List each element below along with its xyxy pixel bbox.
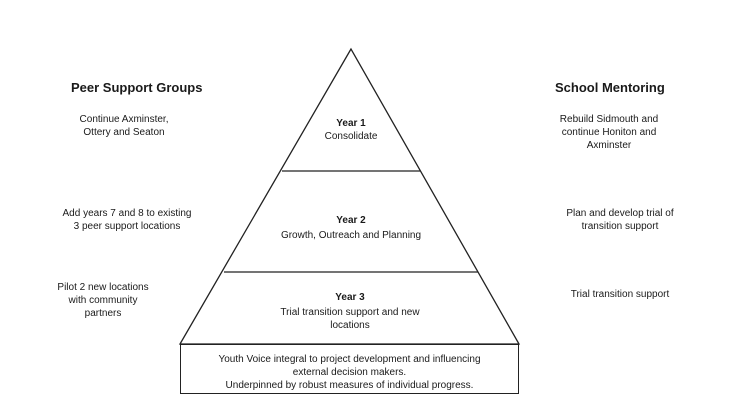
peer-support-heading: Peer Support Groups bbox=[71, 80, 203, 95]
peer-support-item-2: Add years 7 and 8 to existing 3 peer sup… bbox=[62, 208, 192, 232]
school-mentoring-item-3: Trial transition support bbox=[570, 289, 670, 300]
tier-3-title: Year 3 bbox=[335, 292, 365, 303]
foundation-line-2: external decision makers. bbox=[292, 367, 407, 378]
peer-support-item-3: Pilot 2 new locations with community par… bbox=[57, 282, 149, 319]
foundation-line-1: Youth Voice integral to project developm… bbox=[218, 354, 481, 365]
tier-2-text: Growth, Outreach and Planning bbox=[280, 230, 422, 241]
foundation-box: Youth Voice integral to project developm… bbox=[180, 344, 519, 394]
tier-1-text: Consolidate bbox=[324, 131, 378, 142]
tier-2-title: Year 2 bbox=[336, 215, 366, 226]
tier-1-title: Year 1 bbox=[336, 118, 366, 129]
foundation-line-3: Underpinned by robust measures of indivi… bbox=[225, 380, 474, 391]
school-mentoring-heading: School Mentoring bbox=[555, 80, 665, 95]
school-mentoring-item-1: Rebuild Sidmouth and continue Honiton an… bbox=[559, 114, 659, 151]
tier-3-text: Trial transition support and new locatio… bbox=[280, 307, 420, 331]
peer-support-item-1: Continue Axminster, Ottery and Seaton bbox=[79, 114, 169, 138]
school-mentoring-item-2: Plan and develop trial of transition sup… bbox=[566, 208, 674, 232]
